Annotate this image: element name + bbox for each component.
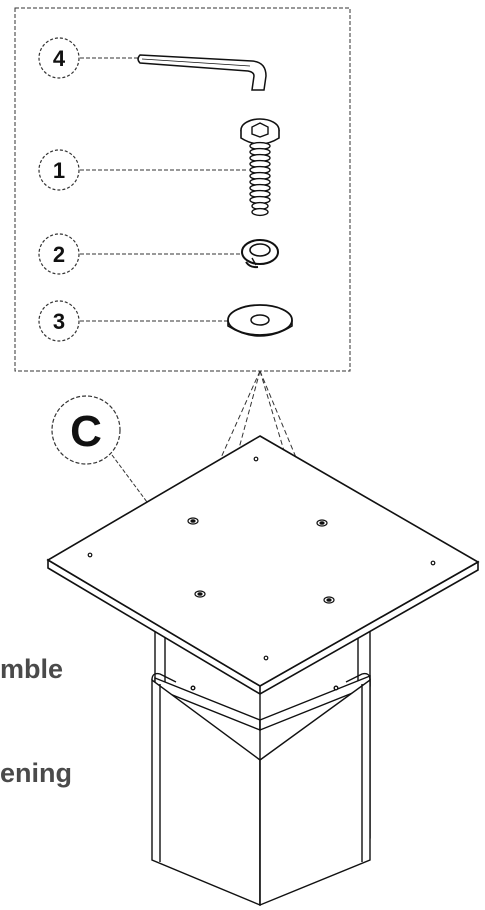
flat-washer-icon [227,304,293,337]
parts-box [14,7,351,372]
callout-2: 2 [38,233,242,275]
table-base-icon [151,617,371,907]
callout-1-label: 1 [53,158,65,183]
caption-line-2: ening [0,758,72,788]
tabletop-holes [87,456,436,661]
tabletop-icon [46,435,480,695]
spring-washer-icon [241,239,279,269]
callout-3: 3 [38,300,230,342]
callout-4-label: 4 [53,46,66,71]
callout-c: C [51,395,148,503]
callout-1: 1 [38,149,248,191]
bolt-icon [240,118,280,217]
callout-c-label: C [70,407,102,456]
hex-key-icon [137,54,267,91]
callout-3-label: 3 [53,309,65,334]
bolt-thread [251,207,269,217]
caption-line-1: mble [0,654,64,684]
callout-4: 4 [38,37,140,79]
callout-2-label: 2 [53,242,65,267]
